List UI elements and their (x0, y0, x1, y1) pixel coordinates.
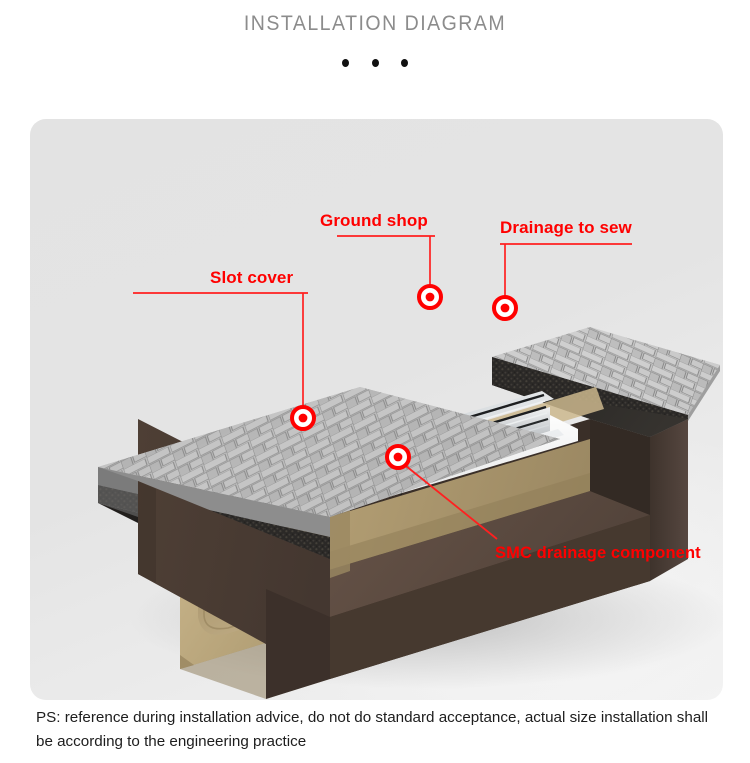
decorative-dots (0, 54, 750, 72)
soil-right-wall (590, 419, 650, 515)
right-paver-side-edge (688, 365, 720, 421)
diagram-svg (98, 327, 723, 699)
soil-right-face (650, 419, 688, 581)
footnote-caption: PS: reference during installation advice… (36, 709, 709, 750)
dot-icon (342, 58, 350, 67)
left-paver-edge (98, 467, 330, 537)
diagram-illustration (30, 119, 723, 700)
dot-icon (400, 58, 408, 67)
diagram-panel (30, 119, 723, 700)
soil-front-cut (266, 589, 330, 699)
soil-shelf-face (330, 515, 650, 679)
page-header: INSTALLATION DIAGRAM (0, 0, 750, 118)
page-title: INSTALLATION DIAGRAM (243, 12, 507, 35)
soil-shelf-top (266, 491, 650, 617)
dot-icon (371, 58, 379, 67)
right-paver-edge (492, 357, 688, 419)
